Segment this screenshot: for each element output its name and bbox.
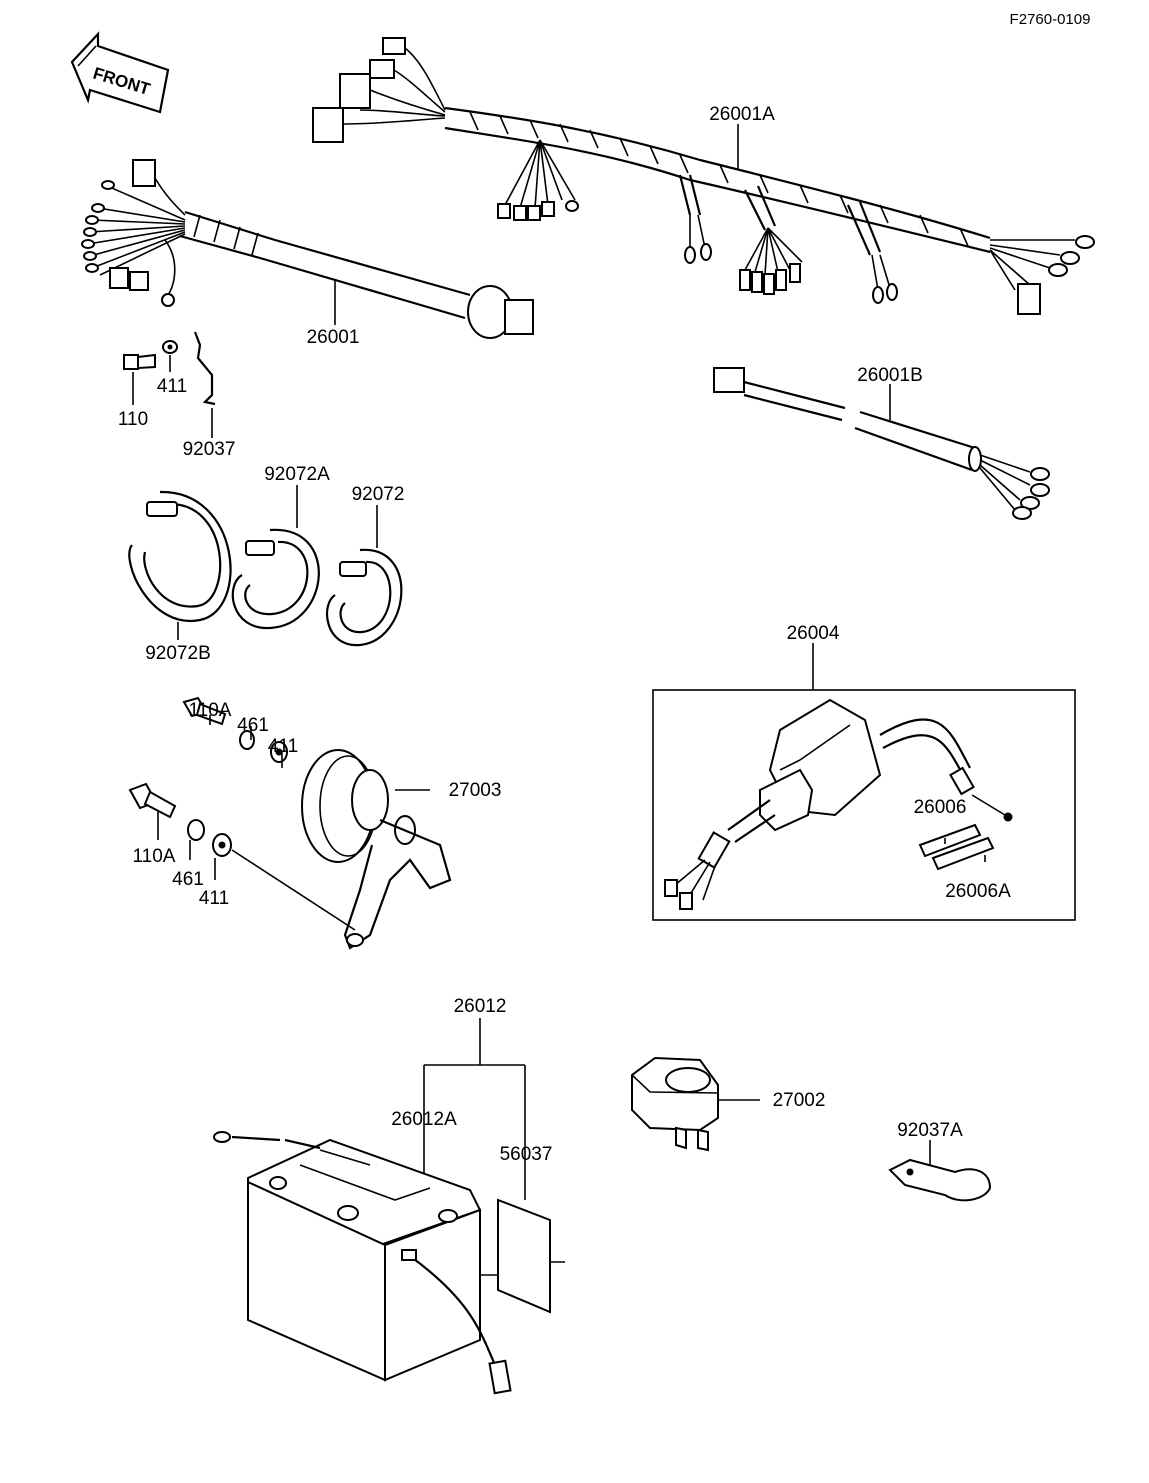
label-92072a: 92072A <box>264 464 330 485</box>
label-110a-top: 110A <box>189 700 232 721</box>
label-411-mid: 411 <box>268 736 298 757</box>
bracket-92037-drawing <box>193 331 216 438</box>
label-26001a: 26001A <box>709 104 775 125</box>
relay-27002-drawing <box>631 1056 760 1152</box>
label-27003: 27003 <box>449 780 502 801</box>
label-461-top: 461 <box>237 715 269 736</box>
label-92072b: 92072B <box>145 643 211 664</box>
horn-27003-drawing <box>301 749 452 950</box>
washer-411-bottom-drawing <box>212 833 356 931</box>
clamp-92037a-drawing <box>888 1140 992 1202</box>
bolt-110a-bottom-drawing <box>128 782 177 840</box>
band-92072-drawing <box>326 505 403 647</box>
label-26012a: 26012A <box>391 1109 457 1130</box>
label-92072: 92072 <box>352 484 405 505</box>
band-92072b-drawing <box>128 490 232 640</box>
harness-26001a-drawing <box>312 37 1095 315</box>
label-92037a: 92037A <box>897 1120 963 1141</box>
bolt-110-drawing <box>123 353 156 405</box>
front-arrow-icon: FRONT <box>70 31 170 114</box>
label-26001: 26001 <box>307 327 360 348</box>
harness-26001b-drawing <box>713 367 1050 520</box>
bolt-110a-top-drawing <box>182 696 227 726</box>
label-26012: 26012 <box>454 996 507 1017</box>
label-411-top: 411 <box>157 376 187 397</box>
label-92037: 92037 <box>183 439 236 460</box>
label-461-bottom: 461 <box>172 869 204 890</box>
battery-26012-drawing <box>213 1018 565 1395</box>
label-26001b: 26001B <box>857 365 923 386</box>
washer-461-top-drawing <box>239 726 255 750</box>
fuse-box-26004-drawing <box>652 643 1076 921</box>
band-92072a-drawing <box>231 485 320 630</box>
label-110: 110 <box>118 409 148 430</box>
label-26004: 26004 <box>787 623 840 644</box>
label-26006: 26006 <box>914 797 967 818</box>
label-56037: 56037 <box>500 1144 553 1165</box>
label-27002: 27002 <box>773 1090 826 1111</box>
washer-411-mid-drawing <box>270 741 288 768</box>
washer-411-top-drawing <box>162 340 178 372</box>
label-411-bottom: 411 <box>199 888 229 909</box>
washer-461-bottom-drawing <box>187 819 205 860</box>
label-110a-bottom: 110A <box>133 846 176 867</box>
label-26006a: 26006A <box>945 881 1011 902</box>
harness-26001-drawing <box>81 159 534 339</box>
diagram-code: F2760-0109 <box>1010 11 1091 28</box>
